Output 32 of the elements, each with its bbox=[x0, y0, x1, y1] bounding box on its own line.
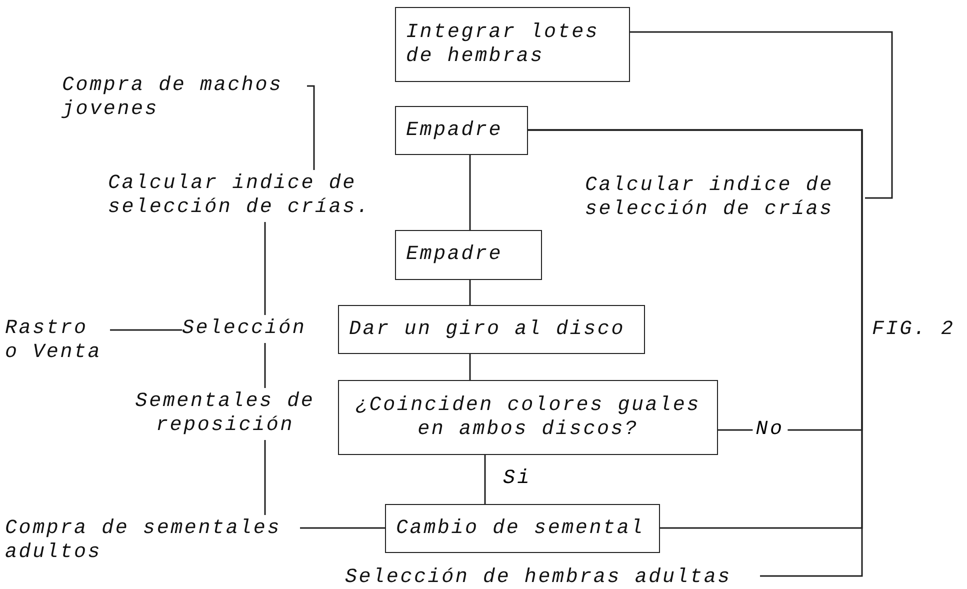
connector-line bbox=[264, 440, 266, 515]
connector-line bbox=[469, 155, 471, 230]
connector-line bbox=[630, 31, 893, 199]
note-text: Sementales de reposición bbox=[134, 390, 316, 438]
decision-box bbox=[338, 380, 718, 455]
connector-line bbox=[469, 354, 471, 380]
process-box bbox=[385, 504, 660, 553]
note-text: Compra de machos jovenes bbox=[62, 74, 284, 122]
note-text: Compra de sementales adultos bbox=[5, 517, 282, 565]
connector-line bbox=[110, 329, 182, 331]
note-text: Selección bbox=[182, 317, 308, 341]
box-text: Empadre bbox=[406, 118, 504, 142]
process-box bbox=[395, 106, 528, 155]
box-text: Dar un giro al disco bbox=[349, 318, 626, 342]
note-text: Selección de hembras adultas bbox=[345, 566, 732, 589]
box-text: ¿Coinciden colores guales en ambos discos? bbox=[354, 394, 702, 442]
connector-line bbox=[307, 85, 315, 170]
box-text: Empadre bbox=[406, 243, 504, 267]
note-text: Calcular indice de selección de crías bbox=[585, 174, 834, 222]
box-text: Integrar lotes de hembras bbox=[406, 20, 600, 68]
note-text: Rastro o Venta bbox=[5, 317, 103, 365]
connector-line bbox=[469, 280, 471, 305]
connector-line bbox=[264, 343, 266, 388]
note-text: Calcular indice de selección de crías. bbox=[108, 172, 372, 220]
figure-label: FIG. 2 bbox=[872, 318, 955, 342]
connector-line bbox=[264, 222, 266, 315]
connector-line bbox=[484, 455, 486, 504]
connector-line bbox=[300, 527, 385, 529]
process-box bbox=[338, 305, 645, 354]
process-box bbox=[395, 230, 542, 280]
process-box bbox=[395, 7, 630, 82]
box-text: Cambio de semental bbox=[396, 516, 646, 540]
